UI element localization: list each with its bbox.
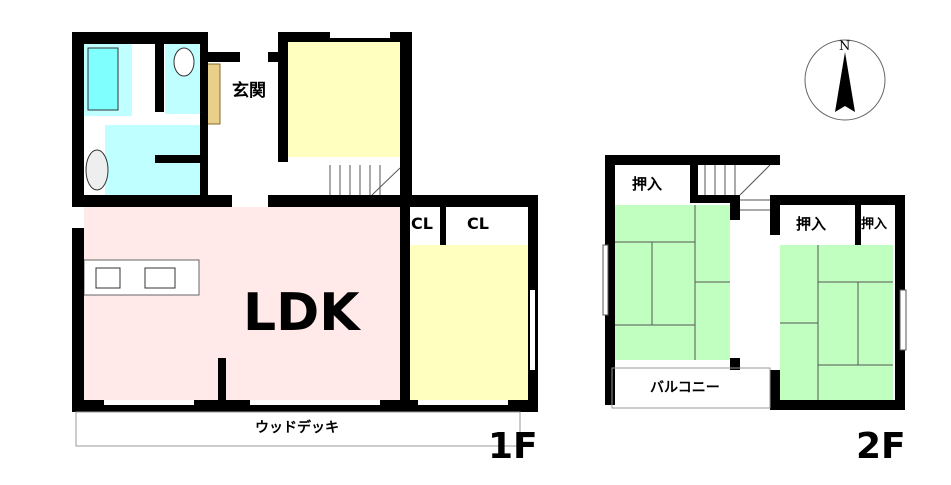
- toilet-icon: [173, 47, 195, 77]
- bathtub: [87, 47, 119, 111]
- entrance-label: 玄関: [232, 80, 266, 101]
- cooktop-icon: [95, 267, 121, 289]
- tatami-lines-left: [615, 205, 730, 360]
- north-label: N: [839, 39, 850, 54]
- washbasin-icon: [85, 149, 109, 191]
- tatami-lines-right: [780, 245, 893, 402]
- bedroom-1f-2: [410, 245, 528, 403]
- wood-deck: [75, 411, 521, 447]
- bedroom-1f: [288, 42, 403, 157]
- closet-2f-label-2: 押入: [796, 215, 826, 233]
- deck-label: ウッドデッキ: [255, 419, 339, 436]
- walls-2f: [602, 155, 907, 410]
- floor-1: 玄関 LDK CL CL ウッドデッキ 1F: [72, 32, 538, 467]
- north-arrow-icon: [835, 52, 855, 112]
- closet-label-1: CL: [411, 214, 433, 233]
- closet-2f-label-1: 押入: [632, 175, 662, 193]
- ldk-room: [84, 207, 406, 402]
- stairs-1f: [329, 165, 401, 196]
- compass: N: [804, 39, 886, 121]
- closet-label-2: CL: [467, 214, 489, 233]
- closet-2f-label-3: 押入: [861, 216, 887, 232]
- floor-2-label: 2F: [856, 426, 906, 467]
- shoe-cabinet: [205, 63, 221, 125]
- stairs-2f: [704, 164, 771, 211]
- sink-icon: [144, 267, 176, 289]
- floor-1-label: 1F: [488, 426, 538, 467]
- walls-1f: [72, 32, 538, 412]
- ldk-label: LDK: [243, 283, 361, 343]
- floor-2: 押入 押入 押入 バルコニー 2F: [602, 155, 907, 467]
- balcony-label: バルコニー: [650, 380, 720, 396]
- balcony: [611, 367, 771, 409]
